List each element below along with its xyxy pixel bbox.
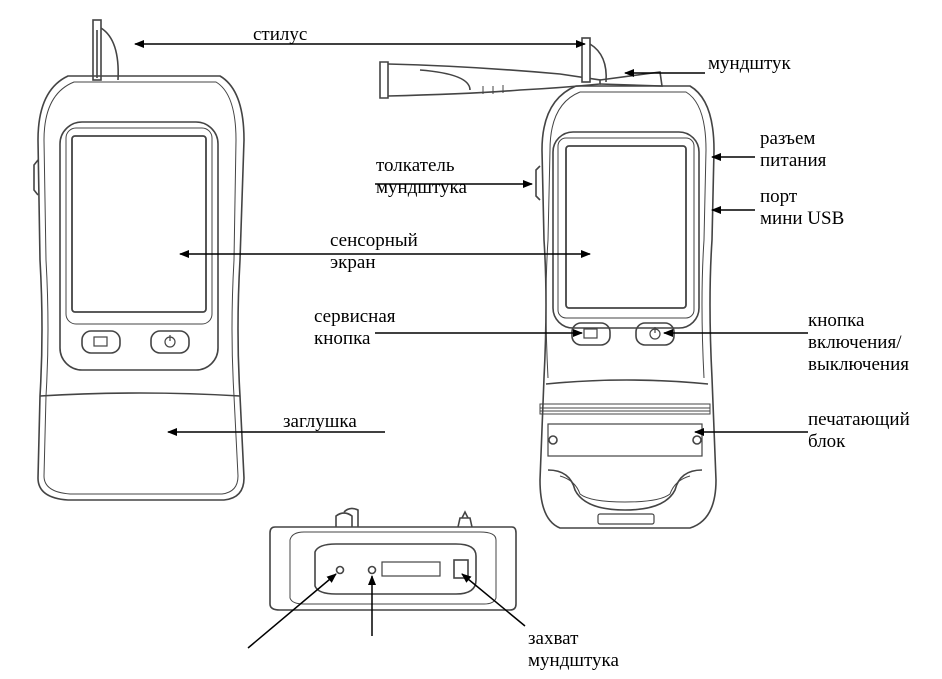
left-screen-bezel <box>59 121 219 371</box>
label-power-line1: кнопка <box>808 310 865 331</box>
label-touch-screen: сенсорный экран <box>330 230 418 274</box>
label-stylus: стилус <box>253 24 308 45</box>
printer-unit-drawing <box>539 379 711 525</box>
label-holder-line1: захват <box>528 628 579 649</box>
label-mini-usb-line1: порт <box>760 186 798 207</box>
label-pusher-line2: мундштука <box>376 177 467 198</box>
right-service-button <box>571 322 611 346</box>
left-body-outline <box>37 75 245 501</box>
left-device <box>33 19 245 501</box>
label-touch-screen-line2: экран <box>330 252 376 273</box>
right-screen-bezel <box>552 131 700 329</box>
label-touch-screen-line1: сенсорный <box>330 230 418 251</box>
label-mouthpiece: мундштук <box>708 53 791 74</box>
right-touch-screen <box>565 145 687 309</box>
arrow-mouthpiece-holder <box>461 573 526 627</box>
bottom-view <box>269 507 517 611</box>
label-power-button: кнопка включения/ выключения <box>808 310 909 376</box>
left-power-button <box>150 330 190 354</box>
label-power-line2: включения/ <box>808 332 902 353</box>
label-power-line3: выключения <box>808 354 909 375</box>
arrow-bottom-left <box>247 573 337 649</box>
label-mini-usb: порт мини USB <box>760 186 844 230</box>
left-plug <box>39 392 241 397</box>
left-service-button <box>81 330 121 354</box>
label-plug: заглушка <box>283 411 357 432</box>
label-holder-line2: мундштука <box>528 650 619 671</box>
right-power-button <box>635 322 675 346</box>
label-mouthpiece-holder: захват мундштука <box>528 628 619 672</box>
label-service-line2: кнопка <box>314 328 371 349</box>
right-device <box>379 37 717 529</box>
label-service-line1: сервисная <box>314 306 396 327</box>
annotation-arrows <box>134 40 808 649</box>
label-print-unit-line1: печатающий <box>808 409 910 430</box>
label-pusher-line1: толкатель <box>376 155 455 176</box>
right-stylus <box>581 37 607 83</box>
label-power-connector-line2: питания <box>760 150 827 171</box>
label-power-connector: разъем питания <box>760 128 826 172</box>
left-stylus <box>92 19 119 81</box>
mouthpiece-drawing <box>379 61 663 99</box>
label-print-unit: печатающий блок <box>808 409 910 453</box>
label-mini-usb-line2: мини USB <box>760 208 845 229</box>
mouthpiece-holder-drawing <box>453 559 469 579</box>
label-print-unit-line2: блок <box>808 431 846 452</box>
left-touch-screen <box>71 135 207 313</box>
label-mouthpiece-pusher: толкатель мундштука <box>376 155 467 199</box>
right-body-outline <box>539 85 717 529</box>
label-power-connector-line1: разъем <box>760 128 816 149</box>
label-service-button: сервисная кнопка <box>314 306 396 350</box>
